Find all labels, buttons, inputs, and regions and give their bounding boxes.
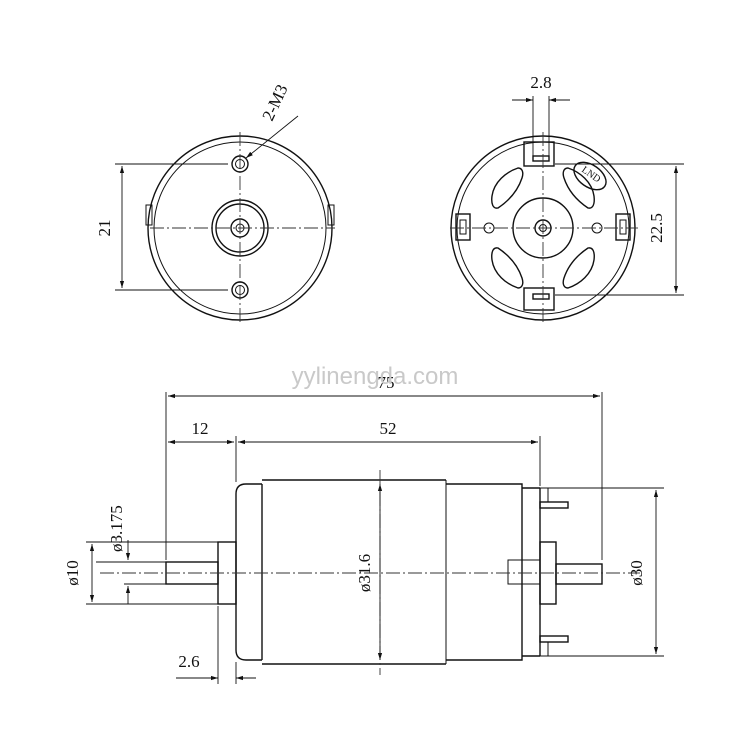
rear-tab-left — [455, 213, 471, 241]
front-view: 21 2-M3 — [95, 81, 335, 325]
side-dim-75-label: 75 — [378, 373, 395, 392]
rear-vent-lower-left — [491, 247, 524, 289]
side-terminal-bottom — [539, 635, 569, 643]
rear-tab-right — [615, 213, 631, 241]
side-terminal-top — [539, 501, 569, 509]
rear-polarity-mark: LND — [579, 164, 602, 185]
rear-view: LND 2.8 22.5 — [450, 73, 684, 325]
rear-terminal-top — [532, 155, 550, 162]
rear-dim-22-5-label: 22.5 — [647, 213, 666, 243]
rear-tab-left-slot — [459, 219, 467, 235]
front-notch-left — [145, 204, 153, 226]
rear-terminal-bottom — [532, 293, 550, 300]
side-view: 75 12 52 2.6 ø3.175 ø10 ø31.6 ø30 — [63, 373, 664, 684]
rear-vent-upper-left — [491, 167, 524, 209]
rear-dim-2-8-label: 2.8 — [530, 73, 551, 92]
front-thread-label: 2-M3 — [258, 81, 291, 123]
side-dim-10-label: ø10 — [63, 560, 82, 586]
rear-vent-upper-right — [562, 167, 595, 209]
side-front-flange — [235, 483, 262, 661]
rear-tab-right-slot — [619, 219, 627, 235]
front-notch-right — [327, 204, 335, 226]
rear-terminal-bottom-block — [523, 287, 555, 311]
watermark-text: yylinengda.com — [292, 363, 459, 390]
side-dim-12-label: 12 — [192, 419, 209, 438]
side-dim-52-label: 52 — [380, 419, 397, 438]
side-dim-2-6-label: 2.6 — [178, 652, 199, 671]
front-thread-leader — [245, 115, 299, 159]
side-rear-cap — [446, 483, 523, 661]
rear-terminal-top-block — [523, 141, 555, 167]
front-dim-21-label: 21 — [95, 220, 114, 237]
rear-polarity-outline — [573, 161, 607, 191]
rear-vent-lower-right — [562, 247, 595, 289]
side-dim-3-175-label: ø3.175 — [107, 505, 126, 552]
side-dim-30-label: ø30 — [627, 560, 646, 586]
side-rear-shaft — [555, 563, 603, 585]
side-rear-bushing-inner — [507, 559, 541, 585]
side-dim-31-6-label: ø31.6 — [355, 554, 374, 592]
